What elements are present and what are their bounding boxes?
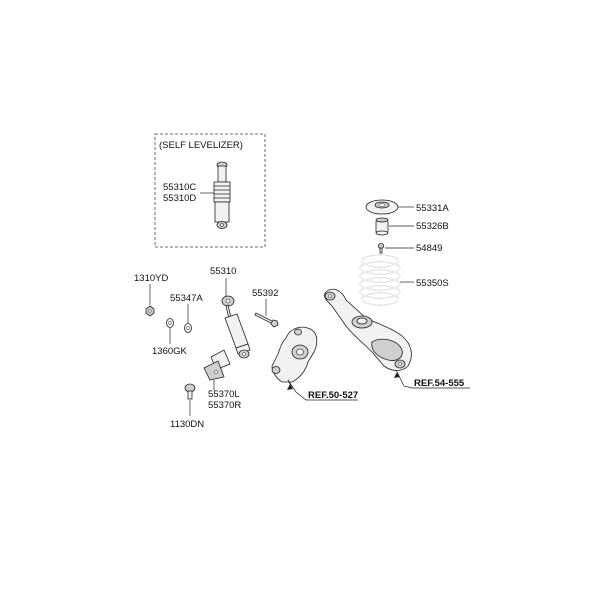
washer-icon	[166, 318, 174, 328]
label-55370r: 55370R	[208, 400, 241, 411]
ref-knuckle-leader	[287, 379, 358, 401]
knuckle-icon	[271, 326, 318, 389]
label-55310d: 55310D	[163, 193, 196, 204]
label-1360gk: 1360GK	[152, 346, 188, 357]
ref-knuckle: REF.50-527	[308, 390, 358, 401]
flange-bolt-icon	[184, 383, 196, 400]
label-55310: 55310	[210, 266, 236, 277]
coil-spring-icon	[359, 254, 401, 306]
label-55350s: 55350S	[416, 278, 449, 289]
long-bolt-icon	[254, 312, 279, 328]
label-1310yd: 1310YD	[134, 273, 168, 284]
label-55392: 55392	[252, 288, 278, 299]
label-54849: 54849	[416, 243, 442, 254]
label-55326b: 55326B	[416, 221, 449, 232]
self-levelizer-shock-icon	[213, 161, 231, 229]
label-55310c: 55310C	[163, 182, 196, 193]
label-55370l: 55370L	[208, 389, 240, 400]
self-levelizer-title: (SELF LEVELIZER)	[159, 140, 243, 151]
label-1130dn: 1130DN	[170, 419, 204, 430]
spring-upper-seat-icon	[365, 199, 399, 215]
washer-55347a-icon	[184, 323, 192, 333]
bracket-icon	[203, 349, 231, 381]
ref-arm: REF.54-555	[414, 378, 465, 389]
bump-stopper-icon	[375, 217, 389, 236]
self-levelizer-dashed-box	[154, 133, 266, 248]
ref-arm-leader	[395, 369, 470, 389]
label-55331a: 55331A	[416, 203, 449, 214]
small-bolt-icon	[377, 242, 384, 254]
shock-absorber-icon	[221, 295, 251, 359]
lower-control-arm-icon	[324, 288, 412, 371]
ref-arm-arrow-icon	[394, 372, 400, 378]
label-55347a: 55347A	[170, 293, 203, 304]
nut-icon	[145, 305, 155, 317]
ref-knuckle-arrow-icon	[287, 384, 293, 390]
self-levelizer-group: (SELF LEVELIZER) 55310C 55310D	[154, 133, 266, 248]
